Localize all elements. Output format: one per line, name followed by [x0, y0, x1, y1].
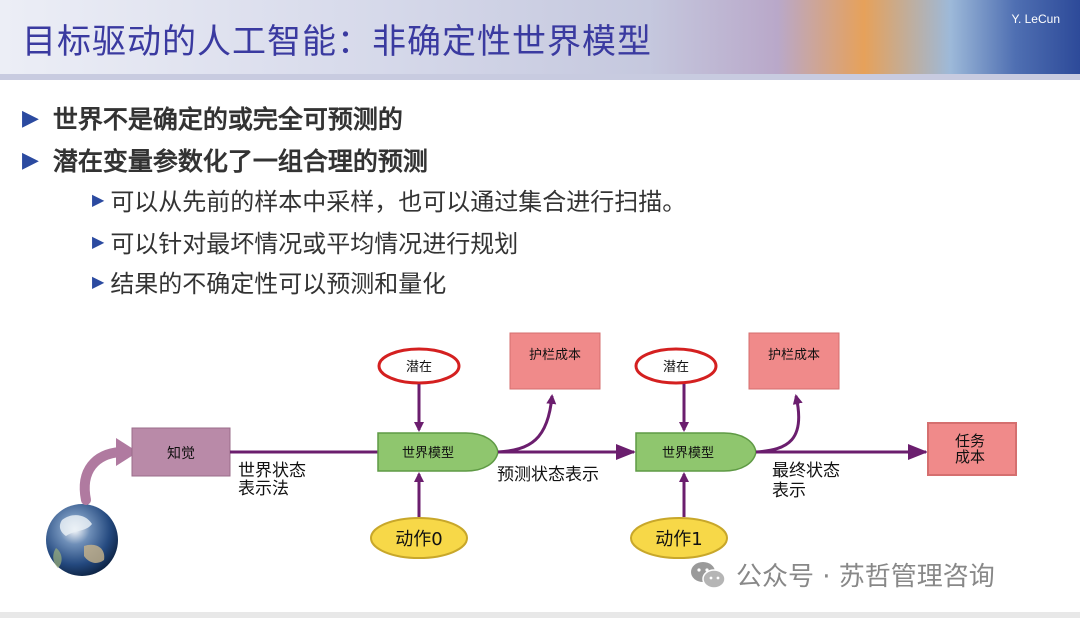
- world-model-1-shape: [377, 432, 499, 472]
- watermark-text: 公众号 · 苏哲管理咨询: [736, 562, 995, 592]
- bullet-1-text: 世界不是确定的或完全可预测的: [52, 105, 403, 134]
- bullet-2-text: 潜在变量参数化了一组合理的预测: [52, 147, 428, 176]
- label-final-state-1: 最终状态: [772, 461, 840, 481]
- bullet-triangle-icon: ▶: [22, 105, 39, 131]
- label-predicted-state: 预测状态表示: [497, 465, 599, 485]
- latent-2-ellipse: [634, 347, 718, 385]
- latent-1-ellipse: [377, 347, 461, 385]
- earth-to-perception-arrow: [79, 447, 125, 505]
- world-model-2-shape: [635, 432, 757, 472]
- latent-2-label: 潜在: [663, 360, 689, 375]
- sub-bullet-triangle-icon: ▶: [92, 190, 105, 209]
- sub-bullet-2-text: 可以针对最坏情况或平均情况进行规划: [110, 230, 519, 258]
- earth-arrow-head: [116, 438, 138, 466]
- sub-bullet-3: ▶ 结果的不确定性可以预测和量化: [92, 264, 446, 299]
- label-world-state-1: 世界状态: [238, 461, 306, 481]
- author-label: Y. LeCun: [1011, 12, 1061, 26]
- wechat-icon: [691, 561, 726, 589]
- bullet-1: ▶ 世界不是确定的或完全可预测的: [22, 100, 403, 136]
- title-bar: 目标驱动的人工智能：非确定性世界模型 Y. LeCun: [0, 0, 1080, 80]
- guard-cost-1-label: 护栏成本: [529, 348, 581, 363]
- title-bar-stripe: [0, 74, 1080, 80]
- task-cost-box: [927, 422, 1017, 476]
- sub-bullet-1-text: 可以从先前的样本中采样，也可以通过集合进行扫描。: [110, 188, 687, 216]
- action-1-label: 动作1: [655, 529, 702, 550]
- sub-bullet-triangle-icon: ▶: [92, 272, 105, 291]
- watermark: 公众号 · 苏哲管理咨询: [690, 556, 995, 593]
- arrow-wm2-to-guard2: [755, 394, 803, 454]
- label-world-state-2: 表示法: [238, 479, 289, 499]
- guard-cost-2-label: 护栏成本: [768, 348, 820, 363]
- task-cost-label-1: 任务: [955, 432, 985, 450]
- action-0-ellipse: [370, 517, 468, 559]
- bottom-divider: [0, 612, 1080, 618]
- world-model-2-label: 世界模型: [662, 446, 714, 461]
- action-1-ellipse: [630, 517, 728, 559]
- world-model-1-label: 世界模型: [402, 446, 454, 461]
- earth-globe-icon: [46, 504, 118, 576]
- bullet-2: ▶ 潜在变量参数化了一组合理的预测: [22, 142, 428, 178]
- guard-cost-2-box: [748, 332, 840, 390]
- perception-label: 知觉: [167, 445, 195, 462]
- guard-cost-1-box: [509, 332, 601, 390]
- page-title: 目标驱动的人工智能：非确定性世界模型: [22, 22, 652, 62]
- latent-1-label: 潜在: [406, 360, 432, 375]
- sub-bullet-1: ▶ 可以从先前的样本中采样，也可以通过集合进行扫描。: [92, 182, 686, 217]
- task-cost-label-2: 成本: [955, 448, 985, 466]
- sub-bullet-triangle-icon: ▶: [92, 232, 105, 251]
- label-final-state-2: 表示: [772, 481, 806, 501]
- arrow-wm1-to-guard1: [497, 394, 557, 454]
- sub-bullet-2: ▶ 可以针对最坏情况或平均情况进行规划: [92, 224, 518, 259]
- bullet-triangle-icon: ▶: [22, 147, 39, 173]
- perception-box: [131, 427, 231, 477]
- action-0-label: 动作0: [395, 529, 442, 550]
- sub-bullet-3-text: 结果的不确定性可以预测和量化: [110, 270, 447, 298]
